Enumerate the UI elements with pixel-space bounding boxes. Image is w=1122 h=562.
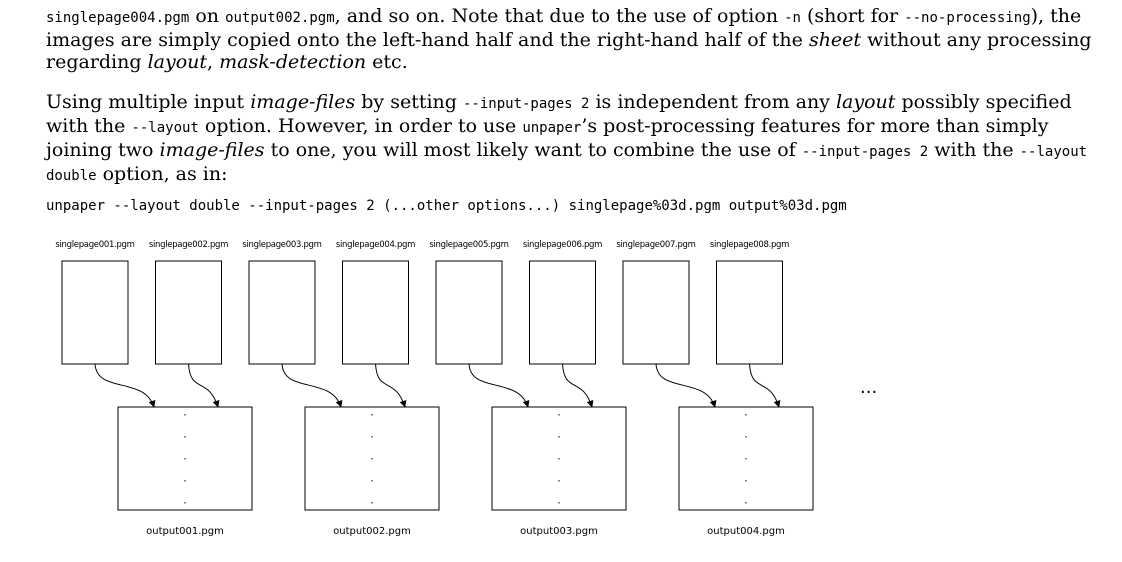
text-span: option. However, in order to use [198,115,523,137]
text-span: Using multiple input [46,91,251,113]
input-page-label: singlepage003.pgm [242,240,321,250]
center-divider-dot [371,502,373,504]
filename-code: output002.pgm [225,10,335,26]
mapping-arrow [281,363,343,408]
text-span: ), the images are simply copied onto the… [46,5,1082,51]
mapping-arrow [94,363,156,408]
center-divider-dot [558,414,560,416]
center-divider-dot [371,414,373,416]
center-divider-dot [184,458,186,460]
mapping-arrow [749,363,781,408]
center-divider-dot [558,480,560,482]
option-code: -n [784,10,801,26]
center-divider-dot [745,436,747,438]
input-page-label: singlepage001.pgm [55,240,134,250]
emphasis: layout [835,91,896,113]
program-code: unpaper [522,120,582,136]
center-divider-dot [558,436,560,438]
input-pages-group: singlepage001.pgm singlepage002.pgm single… [55,240,789,408]
mapping-arrow [655,363,717,408]
input-page-label: singlepage002.pgm [149,240,228,250]
center-divider-dot [745,414,747,416]
text-span: with the [928,139,1020,161]
input-page-box [622,260,690,365]
mapping-arrow [468,363,530,408]
center-divider-dot [371,458,373,460]
emphasis: image-files [159,139,265,161]
input-page-box [155,260,222,365]
center-divider-dot [371,480,373,482]
text-span: ’s post-processing features for more tha… [46,115,1049,161]
option-code: --input-pages 2 [801,144,929,160]
center-divider-dot [184,414,186,416]
input-page-label: singlepage008.pgm [710,240,789,250]
output-sheets-group: output001.pgm output002.pgm output003.pgm o… [117,406,814,537]
paragraph-input-pages: Using multiple input image-files by sett… [46,91,1096,187]
command-example: unpaper --layout double --input-pages 2 … [46,198,847,214]
text-span: , and so on. Note that due to the use of… [334,5,785,27]
input-page-box [716,260,783,365]
output-sheet-label: output004.pgm [707,526,785,537]
center-divider-dot [745,502,747,504]
center-divider-dot [184,502,186,504]
option-code: --no-processing [904,10,1031,26]
center-divider-dot [745,458,747,460]
input-page-label: singlepage006.pgm [523,240,602,250]
input-page-label: singlepage005.pgm [429,240,508,250]
input-page-box [342,260,409,365]
input-page-box [529,260,596,365]
option-code: --input-pages 2 [463,96,590,112]
emphasis: image-files [250,91,356,113]
text-span: is independent from any [589,91,836,113]
text-span: (short for [800,5,905,27]
text-span: on [189,5,226,27]
center-divider-dot [558,502,560,504]
paragraph-intro: singlepage004.pgm on output002.pgm, and … [46,5,1096,73]
center-divider-dot [184,436,186,438]
text-span: etc. [366,51,408,73]
input-page-label: singlepage007.pgm [616,240,695,250]
center-divider-dot [745,480,747,482]
filename-code: singlepage004.pgm [46,10,190,26]
input-page-box [61,260,129,365]
output-sheet-label: output002.pgm [333,526,411,537]
mapping-arrow [562,363,594,408]
emphasis: layout [147,51,208,73]
text-span: possibly specified with the [46,91,1072,137]
center-divider-dot [184,480,186,482]
mapping-arrow [188,363,220,408]
center-divider-dot [558,458,560,460]
option-code: --layout double [46,144,1088,184]
output-sheet-label: output003.pgm [520,526,598,537]
emphasis: sheet [808,29,862,51]
center-divider-dot [371,436,373,438]
text-span: option, as in: [96,163,228,185]
option-code: --layout [131,120,199,136]
emphasis: mask-detection [219,51,367,73]
input-page-label: singlepage004.pgm [336,240,415,250]
text-span: , [207,51,220,73]
input-page-box [248,260,316,365]
text-span: to one, you will most likely want to com… [264,139,802,161]
text-span: without any processing regarding [46,29,1092,73]
input-output-diagram: singlepage001.pgm singlepage002.pgm single… [55,240,877,537]
text-span: by setting [355,91,463,113]
output-sheet-label: output001.pgm [146,526,224,537]
input-page-box [435,260,503,365]
mapping-arrow [375,363,407,408]
more-ellipsis: ... [860,377,877,398]
